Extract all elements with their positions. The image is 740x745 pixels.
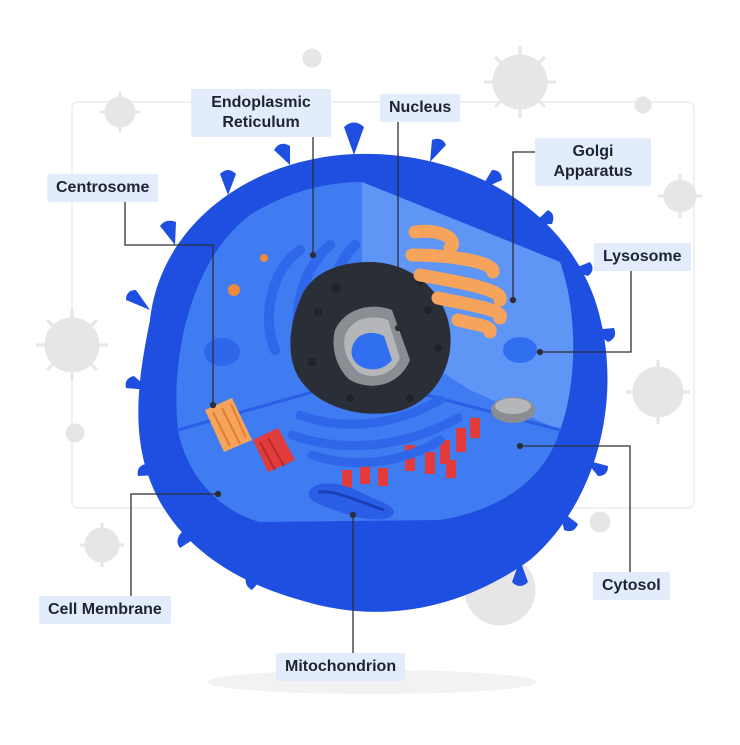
nucleus (290, 262, 451, 414)
leader-lines (124, 116, 632, 653)
nucleolus (351, 332, 392, 370)
label-mitochondrion: Mitochondrion (276, 653, 406, 681)
label-nucleus: Nucleus (380, 94, 461, 122)
golgi-apparatus (405, 224, 507, 339)
centrosome (205, 398, 295, 472)
label-lysosome: Lysosome (594, 243, 691, 271)
label-cell-membrane: Cell Membrane (39, 596, 171, 624)
mitochondrion (308, 483, 394, 520)
label-endoplasmic-reticulum: Endoplasmic Reticulum (191, 89, 331, 137)
label-centrosome: Centrosome (47, 174, 159, 202)
lysosome (503, 337, 537, 363)
label-cytosol: Cytosol (593, 572, 670, 600)
label-golgi-apparatus: Golgi Apparatus (535, 138, 651, 186)
rough-er-stacks (287, 395, 463, 467)
cytoplasm-floor (178, 378, 560, 522)
